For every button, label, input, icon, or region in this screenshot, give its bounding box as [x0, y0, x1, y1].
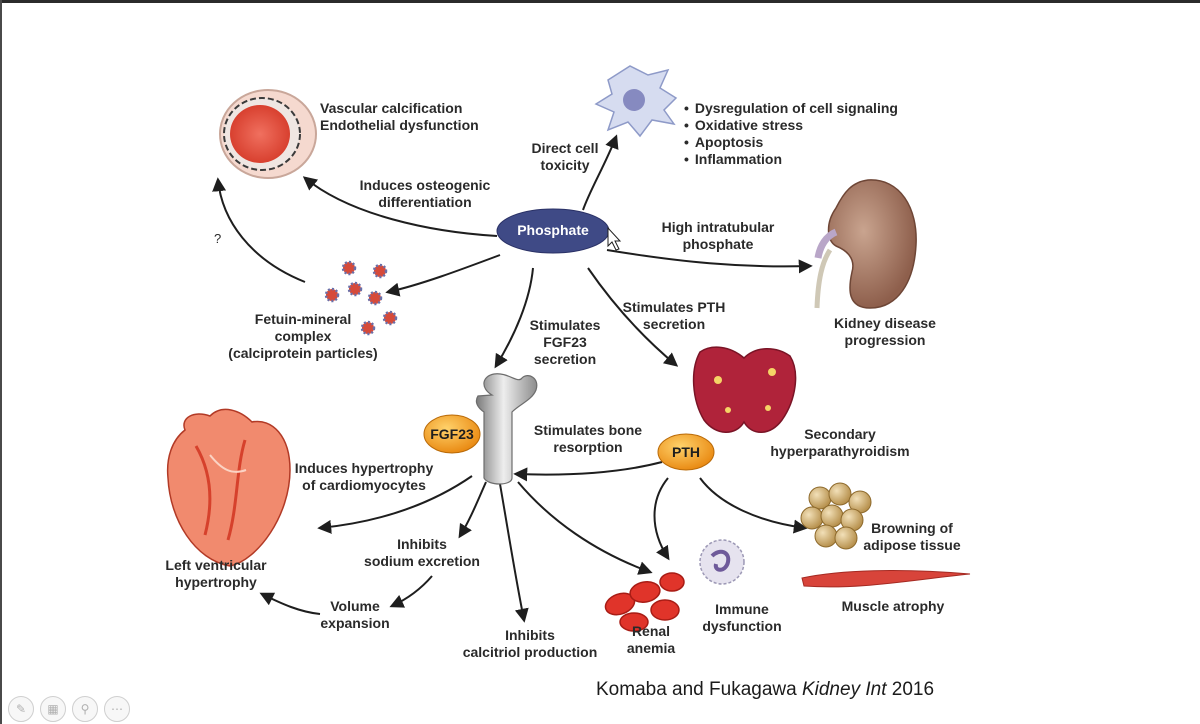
cell-effect-item: Dysregulation of cell signaling — [684, 100, 898, 117]
arrow-to-bone — [494, 267, 534, 369]
immune-cell-icon — [699, 539, 745, 585]
slide-controls: ✎ ▦ ⚲ ⋯ — [8, 696, 130, 722]
arrow-bone-to-sodium — [458, 481, 487, 539]
cell-effect-item: Apoptosis — [684, 134, 898, 151]
citation: Komaba and Fukagawa Kidney Int 2016 — [596, 679, 934, 701]
fat-cells-icon — [800, 482, 872, 550]
arrow-bone-to-calcitriol — [499, 483, 529, 623]
arrows — [212, 134, 813, 623]
phosphate-node: Phosphate — [517, 222, 589, 238]
cell-icon — [594, 65, 678, 138]
arrow-to-parathyroid — [587, 267, 679, 367]
pen-icon[interactable]: ✎ — [8, 696, 34, 722]
cell-effect-item: Oxidative stress — [684, 117, 898, 134]
citation-journal: Kidney Int — [801, 679, 887, 700]
particles-icon — [324, 260, 398, 336]
more-options-icon[interactable]: ⋯ — [104, 696, 130, 722]
cursor-icon — [607, 226, 622, 251]
slides-grid-icon[interactable]: ▦ — [40, 696, 66, 722]
citation-year: 2016 — [891, 679, 935, 700]
cell-effects-list: Dysregulation of cell signaling Oxidativ… — [684, 100, 898, 168]
arrow-pth-to-fat — [699, 477, 808, 534]
zoom-icon[interactable]: ⚲ — [72, 696, 98, 722]
arrow-to-vascular — [302, 176, 498, 237]
arrow-sodium-to-volume — [389, 575, 433, 608]
arrow-bone-to-heart — [317, 475, 473, 534]
arrow-pth-to-bone — [513, 461, 663, 482]
pth-node-shape — [657, 433, 715, 471]
arrow-bone-to-anemia — [517, 481, 653, 575]
arrow-to-kidney — [606, 249, 813, 274]
arrow-pth-to-anemia — [653, 477, 670, 561]
arrow-volume-to-lvh — [259, 592, 321, 615]
artery-icon — [219, 89, 317, 179]
question-mark: ? — [214, 231, 222, 246]
bone-icon — [475, 373, 538, 485]
left-border — [0, 0, 2, 724]
pth-node: PTH — [672, 444, 700, 460]
arrow-to-particles — [385, 254, 501, 297]
muscle-icon — [801, 570, 971, 588]
fgf23-node-shape — [423, 414, 481, 454]
fgf23-node: FGF23 — [430, 426, 474, 442]
heart-icon — [166, 408, 291, 567]
parathyroid-icon — [692, 346, 797, 433]
citation-authors: Komaba and Fukagawa — [596, 679, 797, 700]
arrow-particles-to-vascular — [212, 177, 306, 283]
arrow-to-cell — [582, 134, 619, 211]
muscle-label: Muscle atrophy — [841, 598, 945, 614]
cell-effect-item: Inflammation — [684, 151, 898, 168]
top-border — [0, 0, 1200, 3]
red-blood-cells-icon — [604, 572, 685, 632]
kidney-icon — [814, 179, 917, 309]
